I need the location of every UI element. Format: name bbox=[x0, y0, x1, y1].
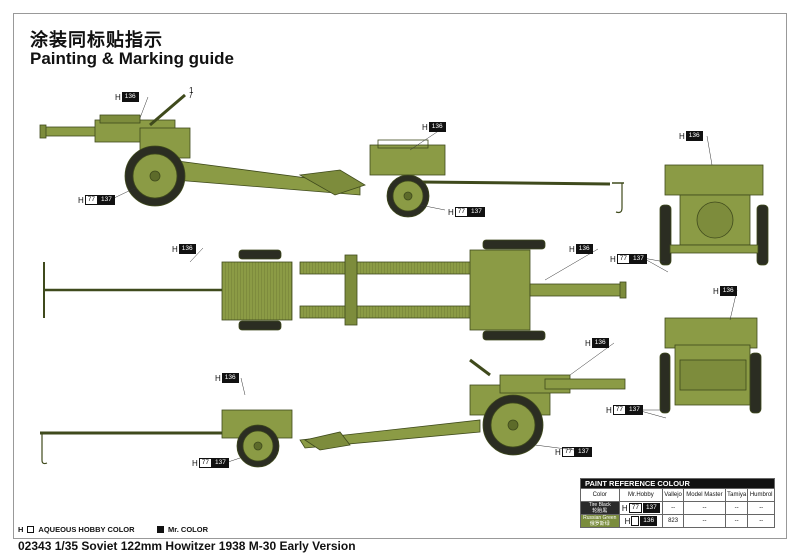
title-chinese: 涂装同标贴指示 bbox=[30, 30, 163, 50]
paint-table-title: PAINT REFERENCE COLOUR bbox=[580, 478, 775, 489]
mr-color-square-icon bbox=[157, 526, 164, 533]
side-view-top bbox=[39, 91, 624, 218]
callout-russian-green: H 136 bbox=[569, 244, 593, 254]
side-view-bottom bbox=[40, 358, 626, 468]
paint-table-row-russian-green: Russian Green 俄罗斯绿 H 136 823 -- -- -- bbox=[580, 514, 775, 528]
legend-mr-color: Mr. COLOR bbox=[157, 525, 208, 534]
paint-reference-table: PAINT REFERENCE COLOUR Color Mr.Hobby Va… bbox=[580, 478, 775, 528]
callout-russian-green: H 136 bbox=[172, 244, 196, 254]
front-view bbox=[659, 164, 769, 266]
swatch-tire-black: Tire Black 轮胎黑 bbox=[580, 501, 620, 515]
page-frame bbox=[13, 13, 787, 539]
top-view bbox=[43, 239, 627, 341]
swatch-russian-green: Russian Green 俄罗斯绿 bbox=[580, 514, 620, 528]
paint-table-header-row: Color Mr.Hobby Vallejo Model Master Tami… bbox=[580, 488, 775, 502]
callout-russian-green: H 136 bbox=[422, 122, 446, 132]
legend-aqueous: H AQUEOUS HOBBY COLOR bbox=[18, 525, 135, 534]
callout-russian-green: H 136 bbox=[115, 92, 139, 102]
rear-view bbox=[659, 317, 762, 414]
callout-russian-green: H 136 bbox=[215, 373, 239, 383]
callout-russian-green: H 136 bbox=[585, 338, 609, 348]
aqueous-square-icon bbox=[27, 526, 35, 533]
title-english: Painting & Marking guide bbox=[30, 49, 235, 68]
callout-russian-green: H 136 bbox=[713, 286, 737, 296]
part-number-label: 1 bbox=[189, 86, 194, 95]
callout-russian-green: H 136 bbox=[679, 131, 703, 141]
product-code: 02343 1/35 Soviet 122mm Howitzer 1938 M-… bbox=[18, 539, 356, 553]
